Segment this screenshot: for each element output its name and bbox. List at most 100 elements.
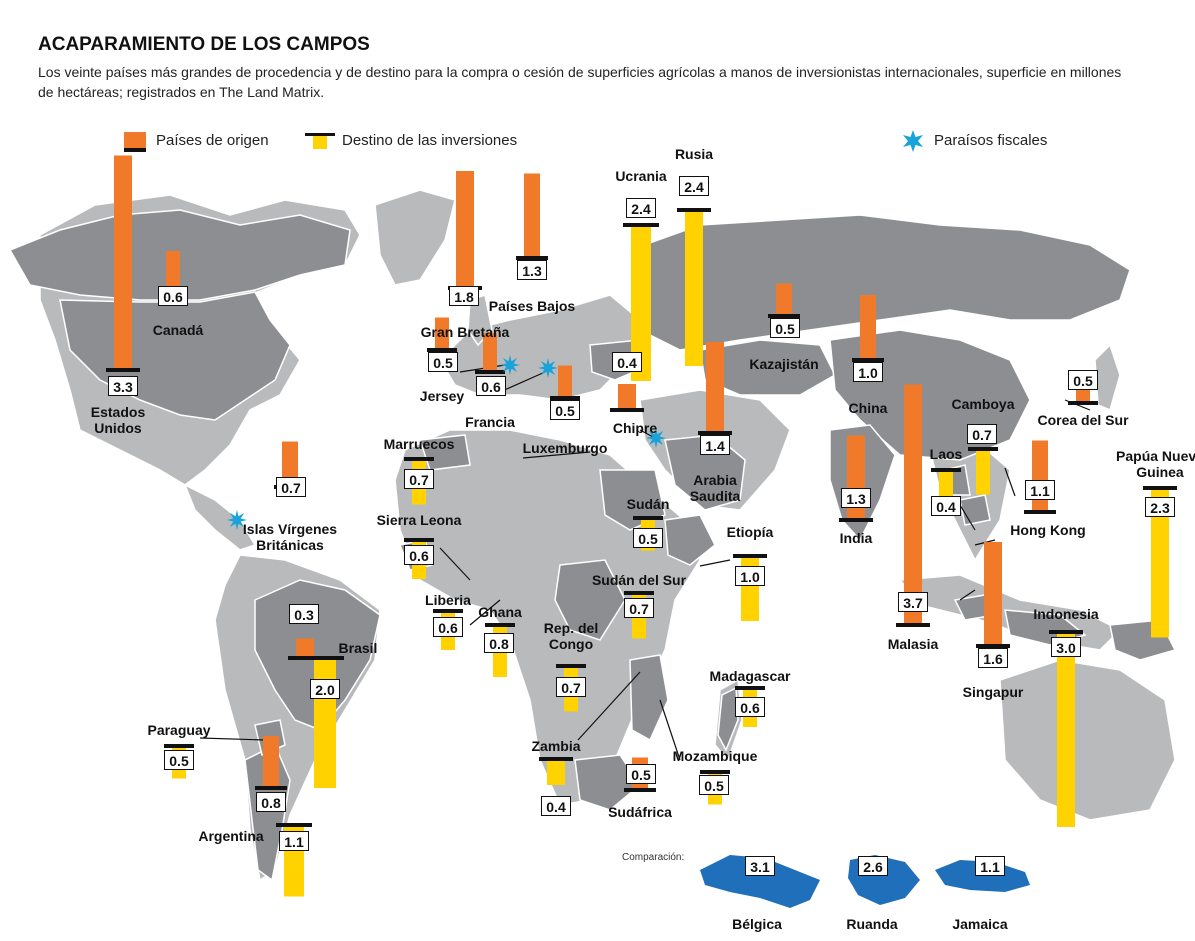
leader-line-7 [577,671,641,741]
country-label-corea: Corea del Sur [1037,412,1129,428]
bar-extra-36 [314,658,336,788]
comparison-value-0: 3.1 [745,856,775,876]
land-japan [1094,343,1121,412]
value-box-arabia: 1.4 [700,435,730,455]
value-box-laos: 0.4 [931,496,961,516]
value-box-madagascar: 0.6 [735,697,765,717]
value-box-ucrania: 2.4 [626,198,656,218]
value-box-brasil: 0.3 [289,604,319,624]
value-box-china: 1.0 [853,362,883,382]
country-label-ghana: Ghana [478,604,522,620]
land-ethiopia [664,514,716,566]
value-box-chipre: 0.4 [612,352,642,372]
country-label-sudan: Sudán [626,496,670,512]
leader-line-0 [459,364,506,373]
country-label-liberia: Liberia [425,592,471,608]
country-label-hongkong: Hong Kong [1010,522,1086,538]
bar-singapur [984,542,1002,646]
country-label-zambia: Zambia [531,738,581,754]
land-madagascar-dark [717,686,739,752]
country-label-malasia: Malasia [887,636,939,652]
bar-argentina [263,736,279,788]
bar-bvi [282,441,298,487]
country-label-brasil: Brasil [338,640,378,656]
bar-usa [114,155,132,370]
baseline-extra-36 [306,656,344,660]
country-label-singapur: Singapur [962,684,1024,700]
country-label-indonesia: Indonesia [1033,606,1099,622]
country-label-kazajistan: Kazajistán [749,356,819,372]
bar-indonesia [1057,632,1075,827]
value-box-etiopia: 1.0 [735,566,765,586]
baseline-brasil [288,656,322,660]
land-greenland [374,189,456,286]
comparison-name-1: Ruanda [846,916,898,932]
legend-destination-icon [305,133,335,151]
baseline-etiopia [733,554,767,558]
baseline-chipre [610,408,644,412]
bar-zambia [547,759,565,785]
baseline-camboya [968,447,998,451]
comparison-shape-0 [700,855,820,908]
land-australia [999,659,1176,821]
leader-line-9 [199,737,266,741]
baseline-sudan [633,516,663,520]
value-box-india: 1.3 [841,488,871,508]
country-label-francia: Francia [465,414,515,430]
tax-haven-icon [227,510,247,530]
baseline-sudansur [624,591,654,595]
baseline-ucrania [623,223,659,227]
comparison-name-0: Bélgica [732,916,782,932]
baseline-argentina [255,786,287,790]
leader-line-2 [522,451,591,459]
value-box-extra-39: 1.1 [279,831,309,851]
value-box-hongkong: 1.1 [1025,480,1055,500]
baseline-indonesia [1049,630,1083,634]
value-box-mozambique: 0.5 [699,775,729,795]
baseline-congo [556,664,586,668]
leader-line-10 [1004,467,1016,497]
value-box-bvi: 0.7 [276,477,306,497]
value-box-sudan: 0.5 [633,528,663,548]
baseline-laos [931,468,961,472]
tax-haven-icon [538,358,558,378]
legend-origin-icon [124,132,146,152]
value-box-gb: 1.8 [449,286,479,306]
country-label-china: China [848,400,888,416]
value-box-argentina: 0.8 [256,792,286,812]
value-box-jersey: 0.5 [428,352,458,372]
land-central-america [183,483,257,551]
land-congo [554,559,626,641]
value-box-liberia: 0.6 [433,617,463,637]
country-label-paraguay: Paraguay [147,722,211,738]
country-label-etiopia: Etiopía [726,524,774,540]
baseline-extra-39 [276,823,312,827]
legend-origin-label: Países de origen [156,132,269,149]
legend-destination-label: Destino de las inversiones [342,132,518,149]
country-label-camboya: Camboya [951,396,1015,412]
page-subtitle: Los veinte países más grandes de procede… [38,64,1122,100]
legend-tax-haven-label: Paraísos fiscales [934,132,1048,149]
value-box-singapur: 1.6 [978,648,1008,668]
country-label-argentina: Argentina [198,828,264,844]
baseline-mozambique [700,770,730,774]
value-box-papua: 2.3 [1145,497,1175,517]
value-box-usa: 3.3 [108,376,138,396]
baseline-paraguay [164,744,194,748]
land-russia [629,214,1131,351]
value-box-paraguay: 0.5 [164,750,194,770]
baseline-singapur [976,644,1010,648]
bar-rusia [685,210,703,366]
value-box-ghana: 0.8 [484,633,514,653]
bar-camboya [976,449,990,495]
country-label-marruecos: Marruecos [383,436,455,452]
land-south-africa [574,754,641,811]
value-box-sierra: 0.6 [404,545,434,565]
baseline-sudafrica [624,788,656,792]
leader-line-11 [959,504,976,531]
bar-gb [456,171,474,288]
baseline-rusia [677,208,711,212]
baseline-china [852,358,884,362]
